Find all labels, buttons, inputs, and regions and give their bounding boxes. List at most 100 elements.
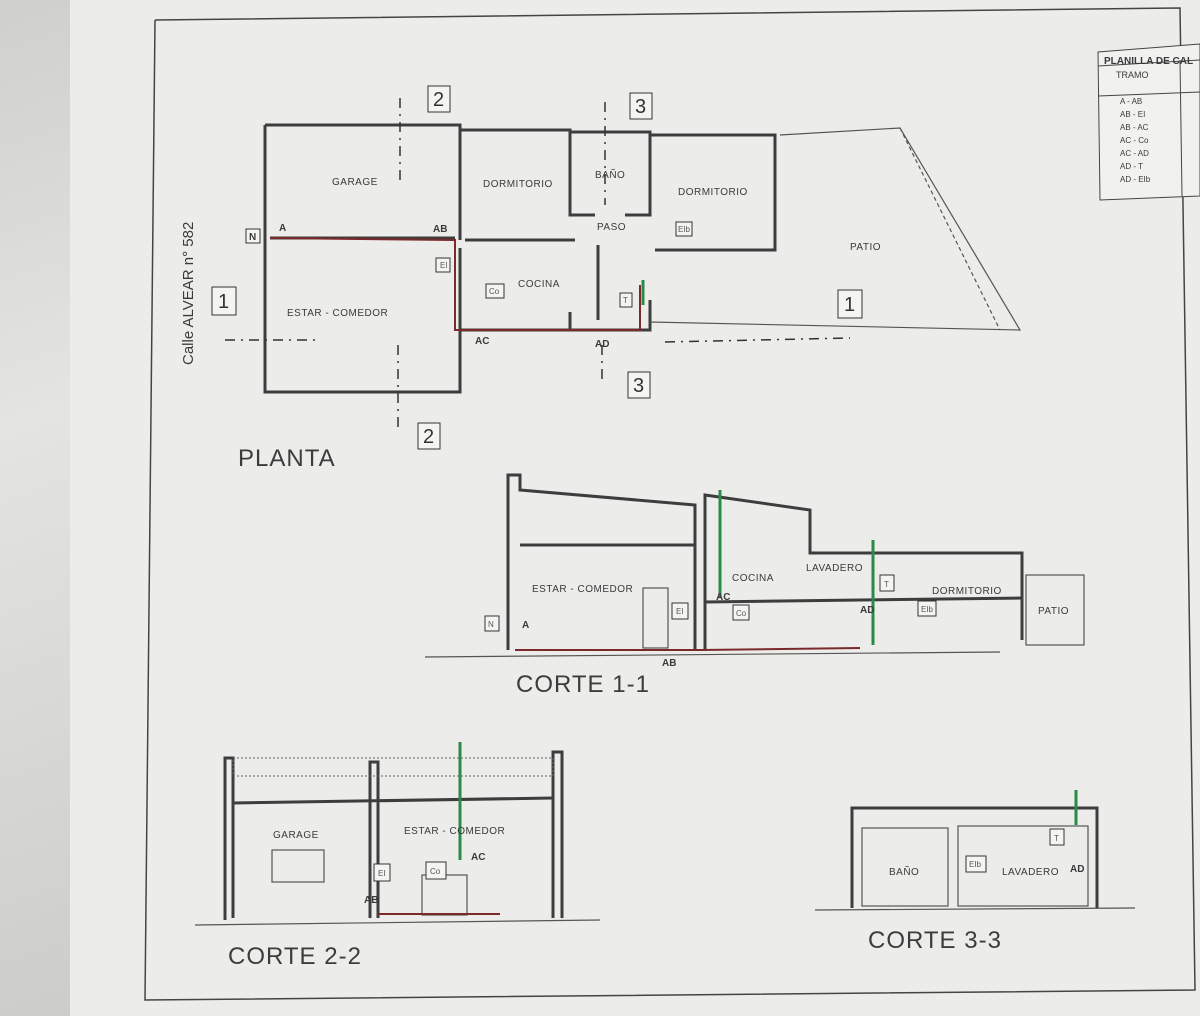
planilla-row: AC - AD (1120, 149, 1149, 158)
planilla-table: PLANILLA DE CAL TRAMO A - AB AB - EI AB … (1097, 43, 1200, 201)
corte-1-1-tag-box-n (484, 615, 500, 632)
planta-wall-north (265, 123, 777, 252)
tag-ei: EI (440, 261, 448, 270)
corte-1-1-tag-box-co (732, 604, 750, 621)
corte-3-3-tag-box-eib (965, 855, 987, 873)
tag-box-ei (435, 257, 451, 273)
room-estar-comedor: ESTAR - COMEDOR (287, 308, 388, 319)
cut-marker-1-west-box (211, 286, 237, 316)
tag-n: N (249, 232, 256, 243)
tag-box-eib (675, 221, 693, 237)
patio-outline (649, 127, 1022, 331)
cut-marker-1-east-box (837, 289, 863, 319)
corte-1-1-room-estar: ESTAR - COMEDOR (532, 584, 633, 595)
corte-2-2-tag-box-co (425, 861, 447, 880)
planilla-row: A - AB (1120, 97, 1142, 106)
planilla-title: PLANILLA DE CAL (1104, 56, 1193, 67)
cut-marker-3-top-box (629, 92, 653, 120)
cut-marker-3-bottom: 3 (633, 375, 644, 397)
corte-1-1-tag-ei: EI (676, 607, 684, 616)
room-dormitorio-1: DORMITORIO (483, 179, 553, 190)
corte-2-2-room-garage: GARAGE (273, 830, 319, 841)
room-paso: PASO (597, 222, 626, 233)
corte-3-3-room-lavadero: LAVADERO (1002, 867, 1059, 878)
corte-2-2-west-wall (223, 756, 235, 920)
planilla-col-tramo: TRAMO (1116, 70, 1149, 80)
wall-bano-west (568, 132, 595, 217)
corte-3-3-tag-box-t (1049, 828, 1065, 846)
planta-title: PLANTA (238, 445, 336, 472)
cut-line-1-east (664, 337, 851, 343)
corte-1-1-tag-n: N (488, 620, 494, 629)
corte-1-1-tag-co: Co (736, 609, 747, 618)
sheet-border (144, 7, 1196, 1001)
corte-1-1-ground (424, 651, 1001, 658)
cut-marker-2-top-box (427, 85, 451, 113)
planta-pipe-run (269, 237, 641, 331)
tag-ad: AD (595, 339, 609, 350)
tag-t: T (623, 296, 628, 305)
corte-1-1-tag-box-t (879, 574, 895, 592)
corte-2-2-tag-box-ei (373, 863, 391, 882)
street-label: Calle ALVEAR n° 582 (180, 222, 197, 365)
corte-2-2-mid-wall (368, 760, 380, 918)
cut-marker-3-bottom-box (627, 371, 651, 399)
tag-box-t (619, 292, 633, 308)
room-patio: PATIO (850, 242, 881, 253)
room-bano: BAÑO (595, 168, 625, 181)
planilla-row: AD - T (1120, 162, 1143, 171)
corte-2-2-section: GARAGE ESTAR - COMEDOR EI Co AC AB CORTE… (194, 742, 601, 970)
tag-ac: AC (475, 336, 489, 347)
planta-wall-south (263, 300, 652, 394)
planilla-row: AC - Co (1120, 136, 1149, 145)
corte-3-3-tag-ad: AD (1070, 864, 1084, 875)
corte-2-2-title: CORTE 2-2 (228, 943, 362, 970)
corte-3-3-section: BAÑO LAVADERO EIb T AD CORTE 3-3 (814, 790, 1136, 954)
cut-marker-1-west: 1 (218, 291, 229, 313)
corte-2-2-ceiling (232, 796, 554, 805)
corte-2-2-counter (421, 874, 468, 916)
corte-3-3-room-bano: BAÑO (889, 865, 919, 878)
corte-1-1-tag-t: T (884, 580, 889, 589)
tag-box-co (485, 283, 505, 299)
cut-marker-2-bottom: 2 (423, 426, 434, 448)
planilla-col-rule (1179, 59, 1183, 197)
corte-1-1-tag-a: A (522, 620, 529, 631)
corte-2-2-window (271, 849, 325, 883)
corte-3-3-lavadero-box (957, 825, 1089, 907)
corte-2-2-tag-ei: EI (378, 869, 386, 878)
cut-marker-1-east: 1 (844, 294, 855, 316)
tag-eib: EIb (678, 225, 691, 234)
cut-marker-2-bottom-box (417, 422, 441, 450)
corte-1-1-tag-ab: AB (662, 658, 676, 669)
corte-2-2-room-estar: ESTAR - COMEDOR (404, 826, 505, 837)
corte-1-1-title: CORTE 1-1 (516, 671, 650, 698)
corte-1-1-door (642, 587, 669, 649)
corte-3-3-walls (850, 806, 1099, 908)
cut-marker-3-top: 3 (635, 96, 646, 118)
cut-marker-2-top: 2 (433, 89, 444, 111)
planilla-row: AD - EIb (1120, 175, 1151, 184)
corte-1-1-room-cocina: COCINA (732, 573, 774, 584)
corte-3-3-bano-box (861, 827, 949, 907)
room-dormitorio-2: DORMITORIO (678, 187, 748, 198)
corte-3-3-tag-eib: EIb (969, 860, 982, 869)
blueprint-sheet (70, 0, 1200, 1016)
corte-2-2-roof-tiles (232, 757, 554, 777)
corte-3-3-ground (814, 907, 1136, 911)
tag-a: A (279, 223, 286, 234)
planilla-title-rule (1097, 59, 1200, 67)
corte-1-1-pipe (515, 647, 861, 651)
planta-floor-plan: PLANTA Calle ALVEAR n° 582 GARAGE DORMIT… (180, 85, 1022, 472)
corte-1-1-estar-walls (506, 473, 697, 650)
corte-1-1-room-dormitorio: DORMITORIO (932, 586, 1002, 597)
corte-2-2-tag-ac: AC (471, 852, 485, 863)
wall-bano-east (625, 132, 652, 217)
corte-1-1-patio-wall (1025, 574, 1085, 646)
corte-1-1-tag-eib: EIb (921, 605, 934, 614)
planilla-row: AB - AC (1120, 123, 1149, 132)
corte-1-1-tag-ac: AC (716, 592, 730, 603)
tag-box-n (245, 228, 261, 244)
planilla-row: AB - EI (1120, 110, 1145, 119)
